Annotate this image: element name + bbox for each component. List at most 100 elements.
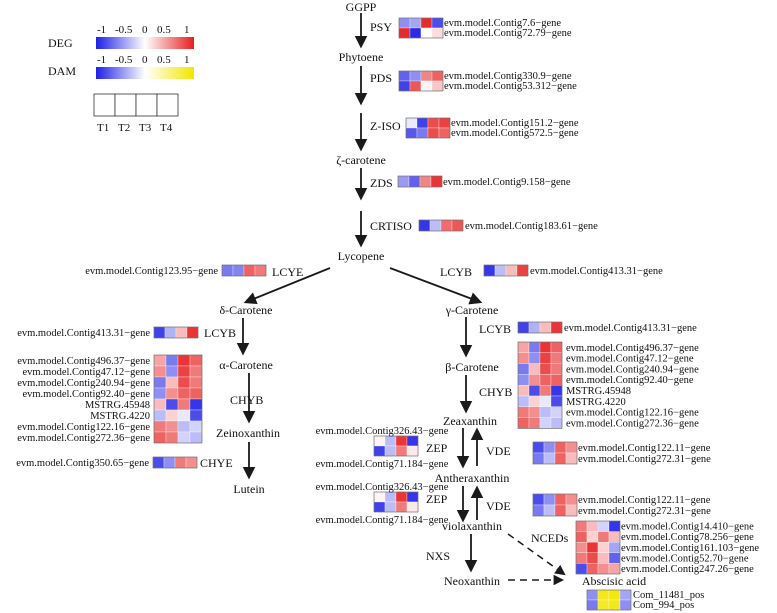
heatmap-cell (608, 520, 621, 532)
heatmap-cell (384, 491, 397, 503)
heatmap-cell (431, 27, 444, 39)
gene-label: evm.model.Contig52.70−gene (621, 553, 749, 564)
heatmap-chyb-right: evm.model.Contig496.37−geneevm.model.Con… (517, 341, 699, 429)
legend-deg-tick: -0.5 (115, 24, 133, 36)
heatmap-cell (373, 445, 386, 457)
gene-label: evm.model.Contig47.12−gene (566, 354, 694, 365)
heatmap-cell (409, 70, 422, 82)
heatmap-cell (528, 406, 541, 418)
heatmap-cell (550, 385, 563, 397)
legend-timepoint-label: T2 (118, 122, 130, 134)
heatmap-cell (608, 563, 621, 575)
heatmap-cell (586, 520, 599, 532)
enzyme-crtiso: CRTISO (370, 219, 412, 233)
heatmap-cell (543, 493, 556, 506)
legend-deg-tick: 0.5 (157, 24, 171, 36)
gene-label: evm.model.Contig161.103−gene (621, 543, 759, 554)
gene-label: MSTRG.45948 (566, 386, 631, 397)
heatmap-cell (517, 417, 530, 429)
legend-timepoint-label: T4 (160, 122, 173, 134)
legend-deg-colorbar (96, 37, 194, 49)
heatmap-cell (254, 264, 267, 277)
legend-timepoint-label: T1 (97, 122, 109, 134)
heatmap-cell (565, 452, 578, 465)
heatmap-cell (550, 341, 563, 353)
heatmap-cell (532, 504, 545, 517)
enzyme-psy: PSY (370, 20, 392, 34)
heatmap-cell (405, 117, 418, 129)
heatmap-cell (406, 491, 419, 503)
heatmap-cell (153, 354, 167, 367)
gene-label: evm.model.Contig272.36−gene (17, 433, 150, 444)
heatmap-cell (373, 435, 386, 447)
heatmap-cell (153, 409, 167, 422)
gene-label: Com_11481_pos (633, 590, 704, 601)
heatmap-cell (397, 175, 410, 188)
heatmap-cell (586, 599, 599, 611)
legend-timepoint-box (114, 93, 137, 117)
heatmap-cell (539, 352, 552, 364)
metabolites: GGPP Phytoene ζ-carotene Lycopene δ-Caro… (216, 0, 646, 588)
heatmap-cell (517, 385, 530, 397)
gene-label: evm.model.Contig53.312−gene (444, 81, 577, 92)
heatmap-cell (528, 321, 541, 334)
heatmap-cell (395, 435, 408, 447)
gene-label: evm.model.Contig72.79−gene (444, 28, 572, 39)
heatmap-cell (408, 175, 421, 188)
heatmap-cell (539, 374, 552, 386)
metabolite-antheraxanthin: Antheraxanthin (435, 471, 510, 485)
gene-label: evm.model.Contig122.16−gene (17, 422, 150, 433)
heatmap-cell (528, 352, 541, 364)
heatmap-cell (451, 219, 464, 232)
gene-label: evm.model.Contig122.16−gene (566, 408, 699, 419)
heatmap-frame (418, 219, 464, 232)
heatmap-chyb-left: evm.model.Contig496.37−geneevm.model.Con… (17, 354, 203, 444)
legend-deg-label: DEG (48, 36, 73, 50)
legend-dam-colorbar (96, 67, 194, 79)
heatmap-cell (550, 352, 563, 364)
heatmap-cell (517, 341, 530, 353)
heatmap-cell (177, 365, 191, 378)
heatmap-cell (177, 420, 191, 433)
heatmap-cell (409, 17, 422, 29)
legend-dam-tick: -1 (97, 54, 106, 66)
gene-label: evm.model.Contig183.61−gene (465, 221, 598, 232)
legend-deg-tick: 0 (142, 24, 148, 36)
heatmap-frame (532, 441, 578, 465)
gene-label: evm.model.Contig122.11−gene (578, 495, 711, 506)
heatmap-cell (398, 17, 411, 29)
heatmap-cell (543, 441, 556, 454)
heatmap-cell (384, 445, 397, 457)
legend: DEG -1 -0.5 0 0.5 1 DAM -1 -0.5 0 0.5 1 … (48, 24, 194, 134)
heatmap-cell (189, 365, 203, 378)
heatmap-cell (532, 493, 545, 506)
heatmap-cell (431, 17, 444, 29)
heatmap-cell (177, 376, 191, 389)
heatmap-frame (397, 175, 443, 188)
legend-dam-label: DAM (48, 64, 76, 78)
heatmap-cell (550, 417, 563, 429)
metabolite-zeinoxanthin: Zeinoxanthin (216, 426, 280, 440)
gene-label: evm.model.Contig272.31−gene (578, 454, 711, 465)
heatmap-cell (608, 552, 621, 564)
heatmap-cell (575, 542, 588, 553)
heatmap-cell (406, 445, 419, 457)
heatmap-cell (165, 398, 179, 411)
metabolite-abscisic-acid: Abscisic acid (582, 574, 646, 588)
gene-label: Com_994_pos (633, 600, 694, 611)
heatmap-cell (395, 445, 408, 457)
gene-label: evm.model.Contig9.158−gene (443, 177, 571, 188)
gene-label: evm.model.Contig330.9−gene (444, 71, 572, 82)
gene-label: evm.model.Contig123.95−gene (85, 266, 218, 277)
heatmap-cell (189, 431, 203, 444)
heatmap-cell (550, 321, 563, 334)
heatmap-cell (395, 491, 408, 503)
heatmap-cell (165, 387, 179, 400)
gene-label: evm.model.Contig326.43−gene (316, 482, 449, 493)
heatmap-cell (532, 452, 545, 465)
heatmap-cell (409, 80, 422, 92)
heatmap-cell (440, 219, 453, 232)
heatmap-cell (189, 387, 203, 400)
